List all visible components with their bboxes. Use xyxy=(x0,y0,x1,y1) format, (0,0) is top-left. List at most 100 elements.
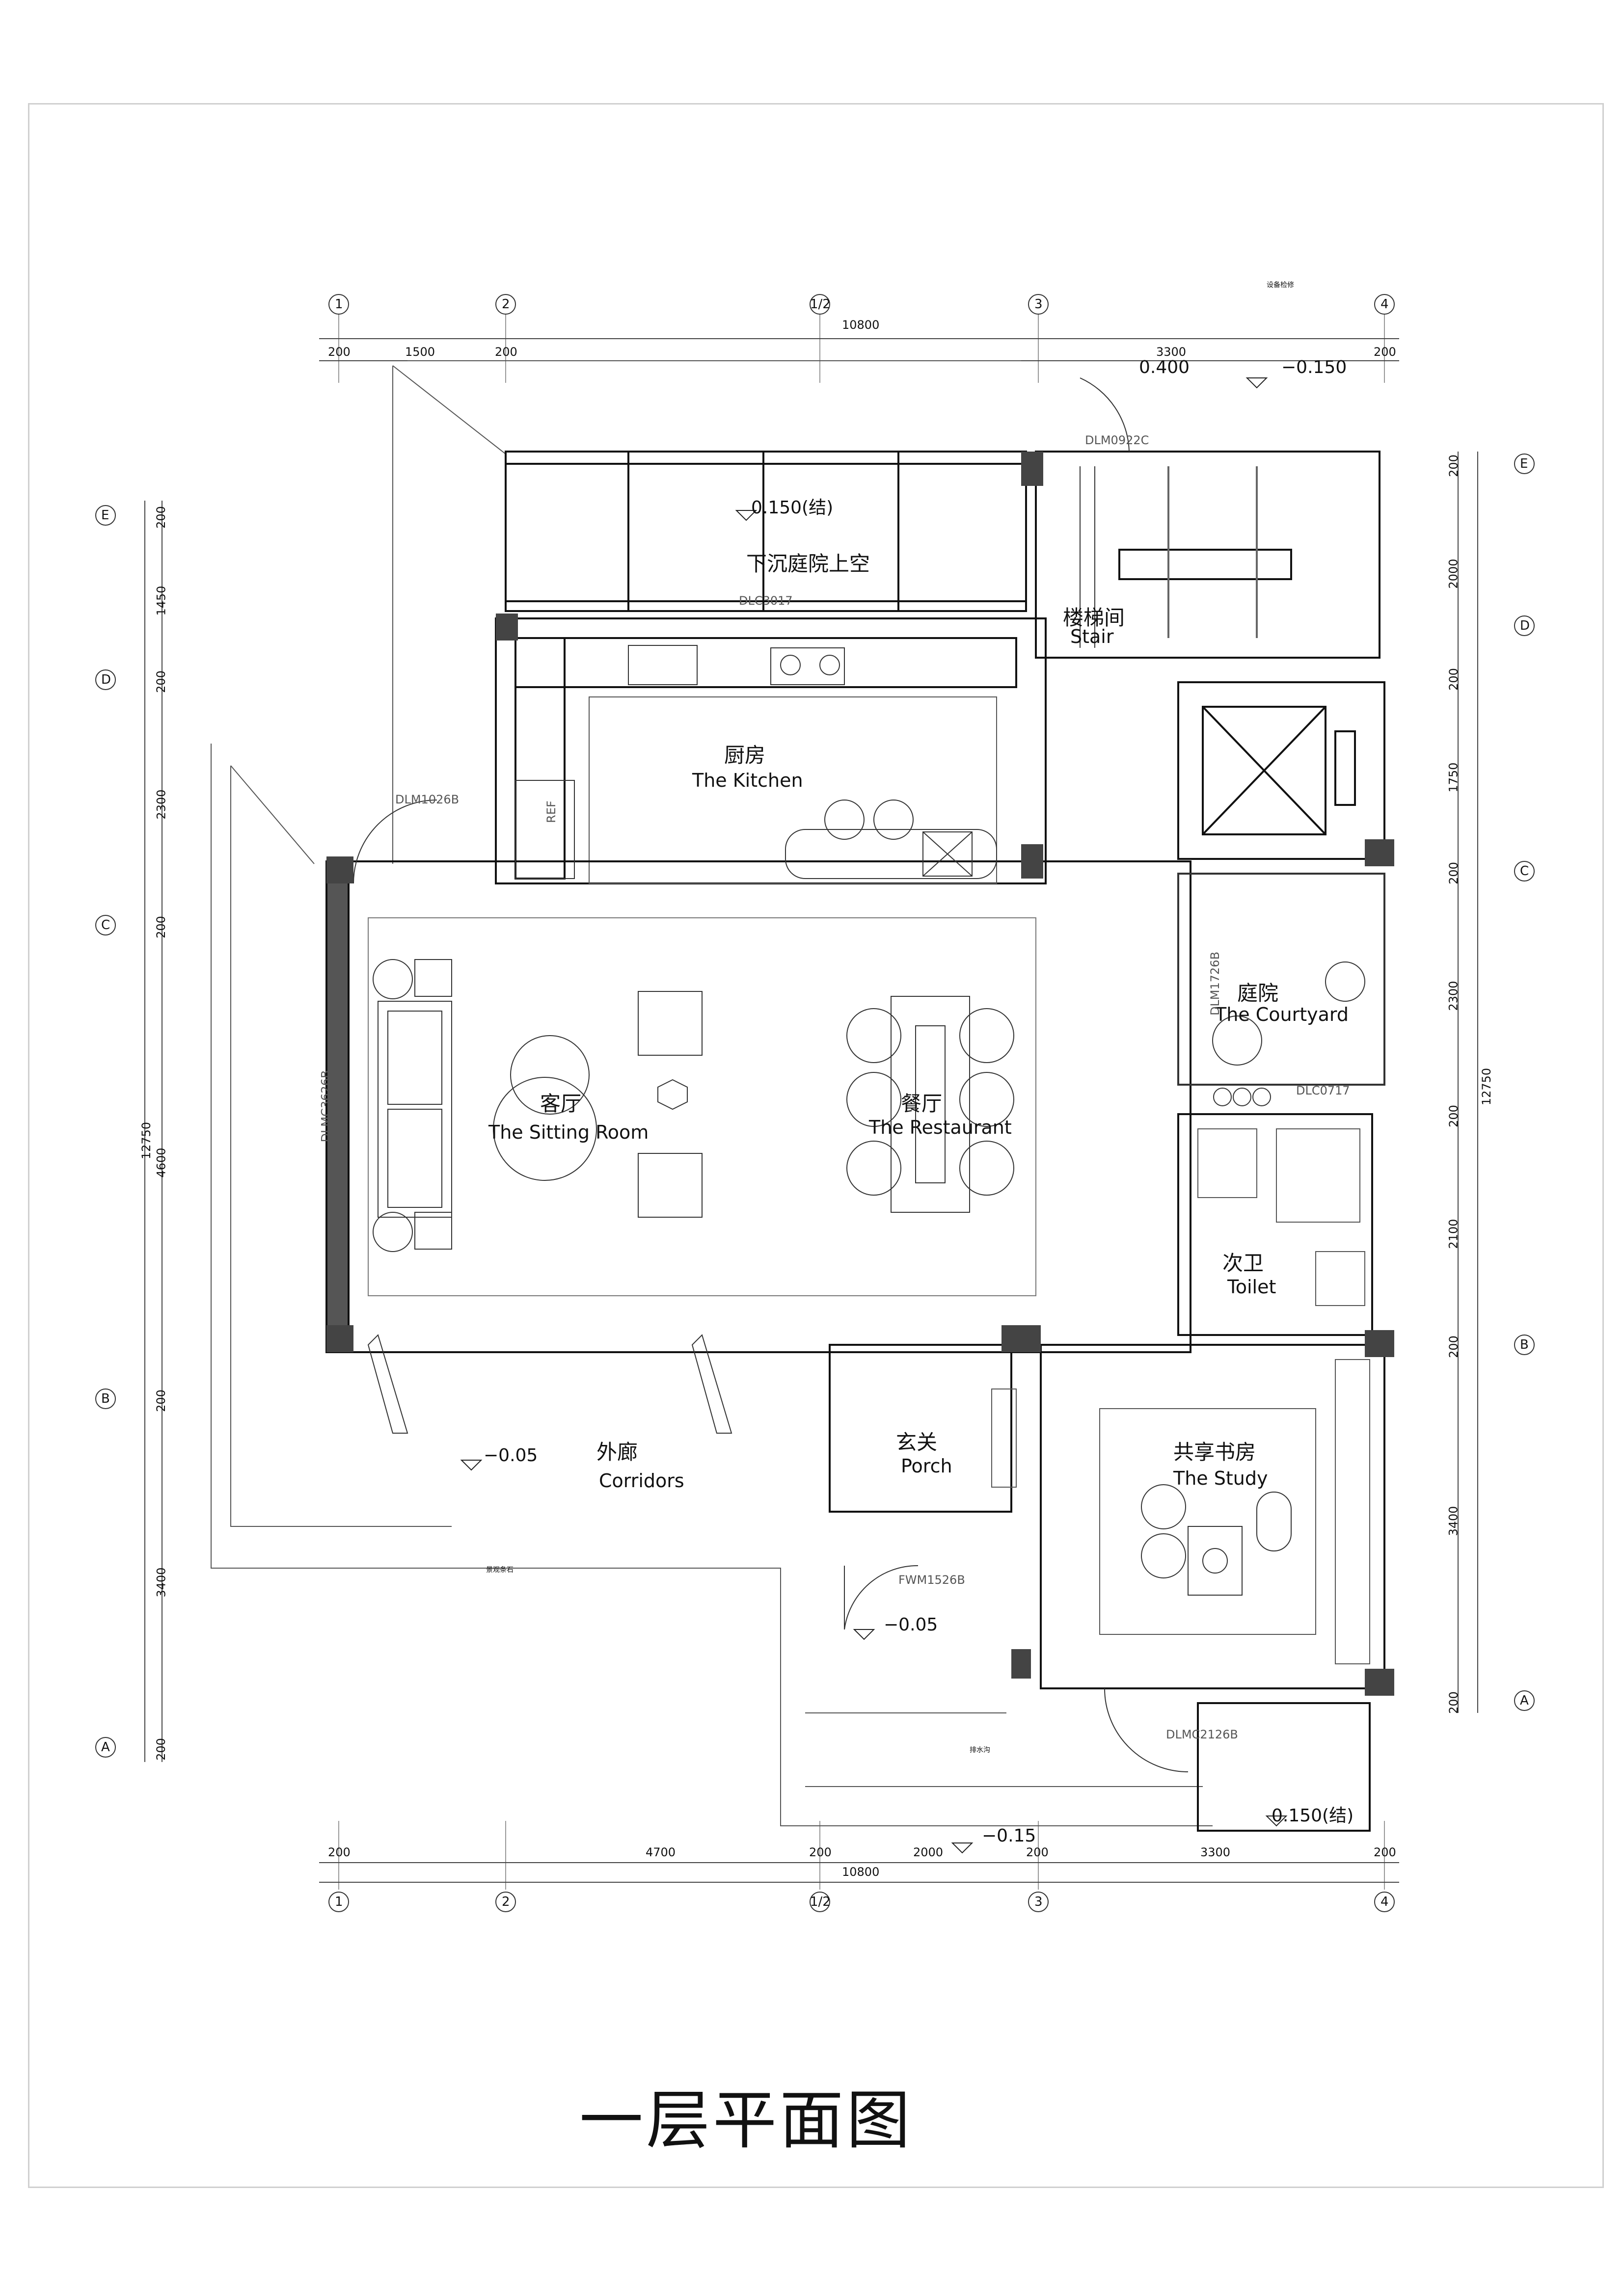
axis-C-left: C xyxy=(101,918,110,933)
dim-right-200b2: 200 xyxy=(1446,1105,1461,1127)
label-corridor-cn: 外廊 xyxy=(596,1440,638,1464)
terrace-outline xyxy=(211,360,1213,1826)
label-sitting-cn: 客厅 xyxy=(540,1092,582,1116)
dim-left-2300: 2300 xyxy=(154,789,168,820)
dim-bottom-200d: 200 xyxy=(1374,1845,1396,1859)
dim-left-200c: 200 xyxy=(154,916,168,938)
dim-left-total: 12750 xyxy=(139,1121,154,1160)
axis-4-bottom: 4 xyxy=(1380,1895,1389,1909)
axis-A-right: A xyxy=(1520,1693,1529,1708)
axis-B-left: B xyxy=(101,1391,110,1406)
tag-dlc0717: DLC0717 xyxy=(1296,1084,1350,1097)
label-study-cn: 共享书房 xyxy=(1173,1440,1256,1464)
axis-1-bottom: 1 xyxy=(335,1895,343,1909)
tag-dlmc3626b: DLMC3626B xyxy=(319,1070,333,1143)
dim-right-1750: 1750 xyxy=(1446,762,1461,793)
level-sunken: 0.150(结) xyxy=(751,498,834,518)
dim-top-200a: 200 xyxy=(328,345,351,359)
axis-E-right: E xyxy=(1520,456,1528,471)
label-study-en: The Study xyxy=(1173,1468,1268,1489)
axis-E-left: E xyxy=(101,508,109,523)
dim-left-4600: 4600 xyxy=(154,1148,168,1178)
label-corridor-en: Corridors xyxy=(599,1470,684,1492)
label-sunken-courtyard: 下沉庭院上空 xyxy=(746,552,870,576)
label-restaurant-cn: 餐厅 xyxy=(901,1092,943,1116)
dim-right-3400: 3400 xyxy=(1446,1506,1461,1536)
axis-1-top: 1 xyxy=(335,297,343,312)
level-porch: −0.05 xyxy=(884,1615,938,1635)
label-courtyard-en: The Courtyard xyxy=(1215,1004,1349,1025)
tag-equip: 设备检修 xyxy=(1267,281,1294,289)
axis-bubbles xyxy=(95,294,1535,1912)
drawing-title: 一层平面图 xyxy=(579,2083,914,2158)
dim-top-200c: 200 xyxy=(1374,345,1396,359)
axis-D-left: D xyxy=(101,672,111,687)
level-marks xyxy=(460,377,1288,1854)
dim-bottom-total: 10800 xyxy=(842,1865,880,1879)
axis-12-top: 1/2 xyxy=(810,297,831,312)
dim-left-200d: 200 xyxy=(154,670,168,693)
dim-left-200a: 200 xyxy=(154,1738,168,1761)
label-kitchen-cn: 厨房 xyxy=(724,743,766,767)
label-stair-cn: 楼梯间 xyxy=(1063,606,1125,630)
level-m015-bottom: −0.15 xyxy=(982,1826,1036,1846)
axis-12-bottom: 1/2 xyxy=(810,1895,831,1909)
dim-right-200e: 200 xyxy=(1446,454,1461,477)
label-stair-en: Stair xyxy=(1070,626,1114,647)
axis-2-bottom: 2 xyxy=(502,1895,510,1909)
dim-bottom-200a: 200 xyxy=(328,1845,351,1859)
label-porch-en: Porch xyxy=(901,1455,952,1477)
label-toilet-en: Toilet xyxy=(1227,1276,1276,1298)
level-bottom-balcony: 0.150(结) xyxy=(1272,1806,1354,1826)
dim-left-1450: 1450 xyxy=(154,586,168,616)
tag-dlm1726b: DLM1726B xyxy=(1208,951,1222,1016)
axis-3-bottom: 3 xyxy=(1034,1895,1043,1909)
dim-bottom-200c: 200 xyxy=(1026,1845,1049,1859)
dim-right-200d: 200 xyxy=(1446,668,1461,691)
dim-top-200b: 200 xyxy=(495,345,517,359)
dim-right-200c: 200 xyxy=(1446,862,1461,884)
dim-right-200a: 200 xyxy=(1446,1691,1461,1714)
axis-D-right: D xyxy=(1520,618,1530,633)
label-courtyard-cn: 庭院 xyxy=(1237,981,1279,1005)
axis-lines xyxy=(338,314,1385,1890)
dim-top-3300: 3300 xyxy=(1156,345,1187,359)
label-porch-cn: 玄关 xyxy=(896,1430,938,1454)
level-m0150-top: −0.150 xyxy=(1281,357,1347,377)
axis-C-right: C xyxy=(1520,864,1529,879)
drawing-frame xyxy=(28,103,1604,2188)
tag-dlm1026b: DLM1026B xyxy=(395,793,460,806)
walls xyxy=(325,451,1385,1832)
label-toilet-cn: 次卫 xyxy=(1222,1251,1264,1275)
dim-top-total: 10800 xyxy=(842,318,880,332)
level-0400: 0.400 xyxy=(1139,357,1190,377)
dim-right-2000: 2000 xyxy=(1446,559,1461,589)
tag-dlm0922c: DLM0922C xyxy=(1085,433,1149,447)
furniture xyxy=(373,466,1365,1596)
tag-drain: 排水沟 xyxy=(970,1746,990,1754)
axis-A-left: A xyxy=(101,1740,110,1755)
dim-top-1500: 1500 xyxy=(405,345,435,359)
dim-bottom-2000: 2000 xyxy=(913,1845,944,1859)
dim-left-200b: 200 xyxy=(154,1389,168,1412)
columns xyxy=(326,452,1394,1696)
label-restaurant-en: The Restaurant xyxy=(869,1117,1012,1138)
tag-dlmc2126b: DLMC2126B xyxy=(1166,1728,1238,1741)
dim-right-200b: 200 xyxy=(1446,1335,1461,1358)
axis-2-top: 2 xyxy=(502,297,510,312)
dim-bottom-3300: 3300 xyxy=(1200,1845,1231,1859)
dim-left-200e: 200 xyxy=(154,506,168,529)
tag-dlc3017: DLC3017 xyxy=(739,594,793,608)
tag-ref: REF xyxy=(544,801,558,823)
label-sitting-en: The Sitting Room xyxy=(488,1121,649,1143)
dim-right-total: 12750 xyxy=(1480,1068,1494,1106)
doors xyxy=(353,377,1189,1772)
label-kitchen-en: The Kitchen xyxy=(692,770,803,791)
axis-4-top: 4 xyxy=(1380,297,1389,312)
axis-3-top: 3 xyxy=(1034,297,1043,312)
dim-left-3400: 3400 xyxy=(154,1567,168,1598)
axis-B-right: B xyxy=(1520,1337,1529,1352)
level-corridor: −0.05 xyxy=(484,1445,538,1466)
dim-bottom-200b: 200 xyxy=(809,1845,832,1859)
